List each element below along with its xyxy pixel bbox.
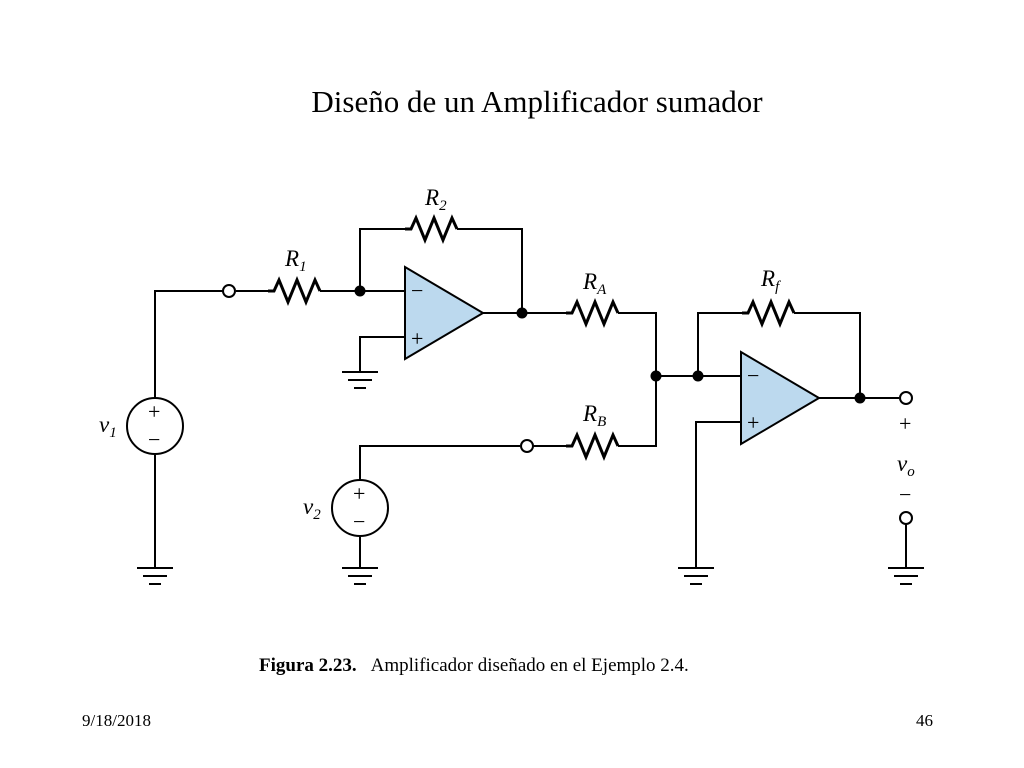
figure-number: Figura 2.23. xyxy=(259,655,357,676)
junction-node xyxy=(354,285,366,297)
v1-minus: − xyxy=(148,427,160,452)
terminal-v1 xyxy=(222,284,236,298)
label-r1: R1 xyxy=(284,246,307,275)
op-amp-1: − + xyxy=(404,265,485,361)
junction-node xyxy=(692,370,704,382)
ground-opamp-2 xyxy=(678,567,714,585)
label-ra: RA xyxy=(582,269,607,298)
v2-plus: + xyxy=(353,481,365,506)
op-amp-2-minus: − xyxy=(747,363,759,388)
ground-v1 xyxy=(137,567,173,585)
footer-date: 9/18/2018 xyxy=(82,711,151,730)
terminal-output-positive xyxy=(899,391,913,405)
label-rb: RB xyxy=(582,401,606,430)
v1-plus: + xyxy=(148,399,160,424)
resistor-ra xyxy=(566,298,620,328)
resistor-r1 xyxy=(268,276,322,306)
terminal-v2 xyxy=(520,439,534,453)
label-rf: Rf xyxy=(760,266,781,295)
junction-node xyxy=(516,307,528,319)
voltage-source-v2: + − xyxy=(331,479,389,537)
resistor-r2 xyxy=(405,214,459,244)
label-v2: v2 xyxy=(303,494,321,523)
ground-output xyxy=(888,567,924,585)
figure-caption-text: Amplificador diseñado en el Ejemplo 2.4. xyxy=(370,655,689,676)
v2-minus: − xyxy=(353,509,365,534)
wires xyxy=(154,228,907,568)
label-v1: v1 xyxy=(99,412,117,441)
output-minus-sign: − xyxy=(899,482,911,507)
label-r2: R2 xyxy=(424,185,447,214)
resistor-rb xyxy=(566,431,620,461)
voltage-source-v1: + − xyxy=(126,397,184,455)
junction-node xyxy=(854,392,866,404)
junction-node xyxy=(650,370,662,382)
figure-caption: Figura 2.23. Amplificador diseñado en el … xyxy=(259,655,689,677)
op-amp-2: − + xyxy=(740,350,821,446)
op-amp-1-minus: − xyxy=(411,278,423,303)
page-number: 46 xyxy=(916,711,933,730)
slide-title: Diseño de un Amplificador sumador xyxy=(311,84,763,119)
op-amp-2-plus: + xyxy=(747,410,759,435)
terminal-output-negative xyxy=(899,511,913,525)
output-plus-sign: + xyxy=(899,411,911,436)
op-amp-1-plus: + xyxy=(411,326,423,351)
ground-v2 xyxy=(342,567,378,585)
label-vo: vo xyxy=(897,451,915,480)
ground-opamp-1 xyxy=(342,371,378,389)
resistor-rf xyxy=(742,298,796,328)
